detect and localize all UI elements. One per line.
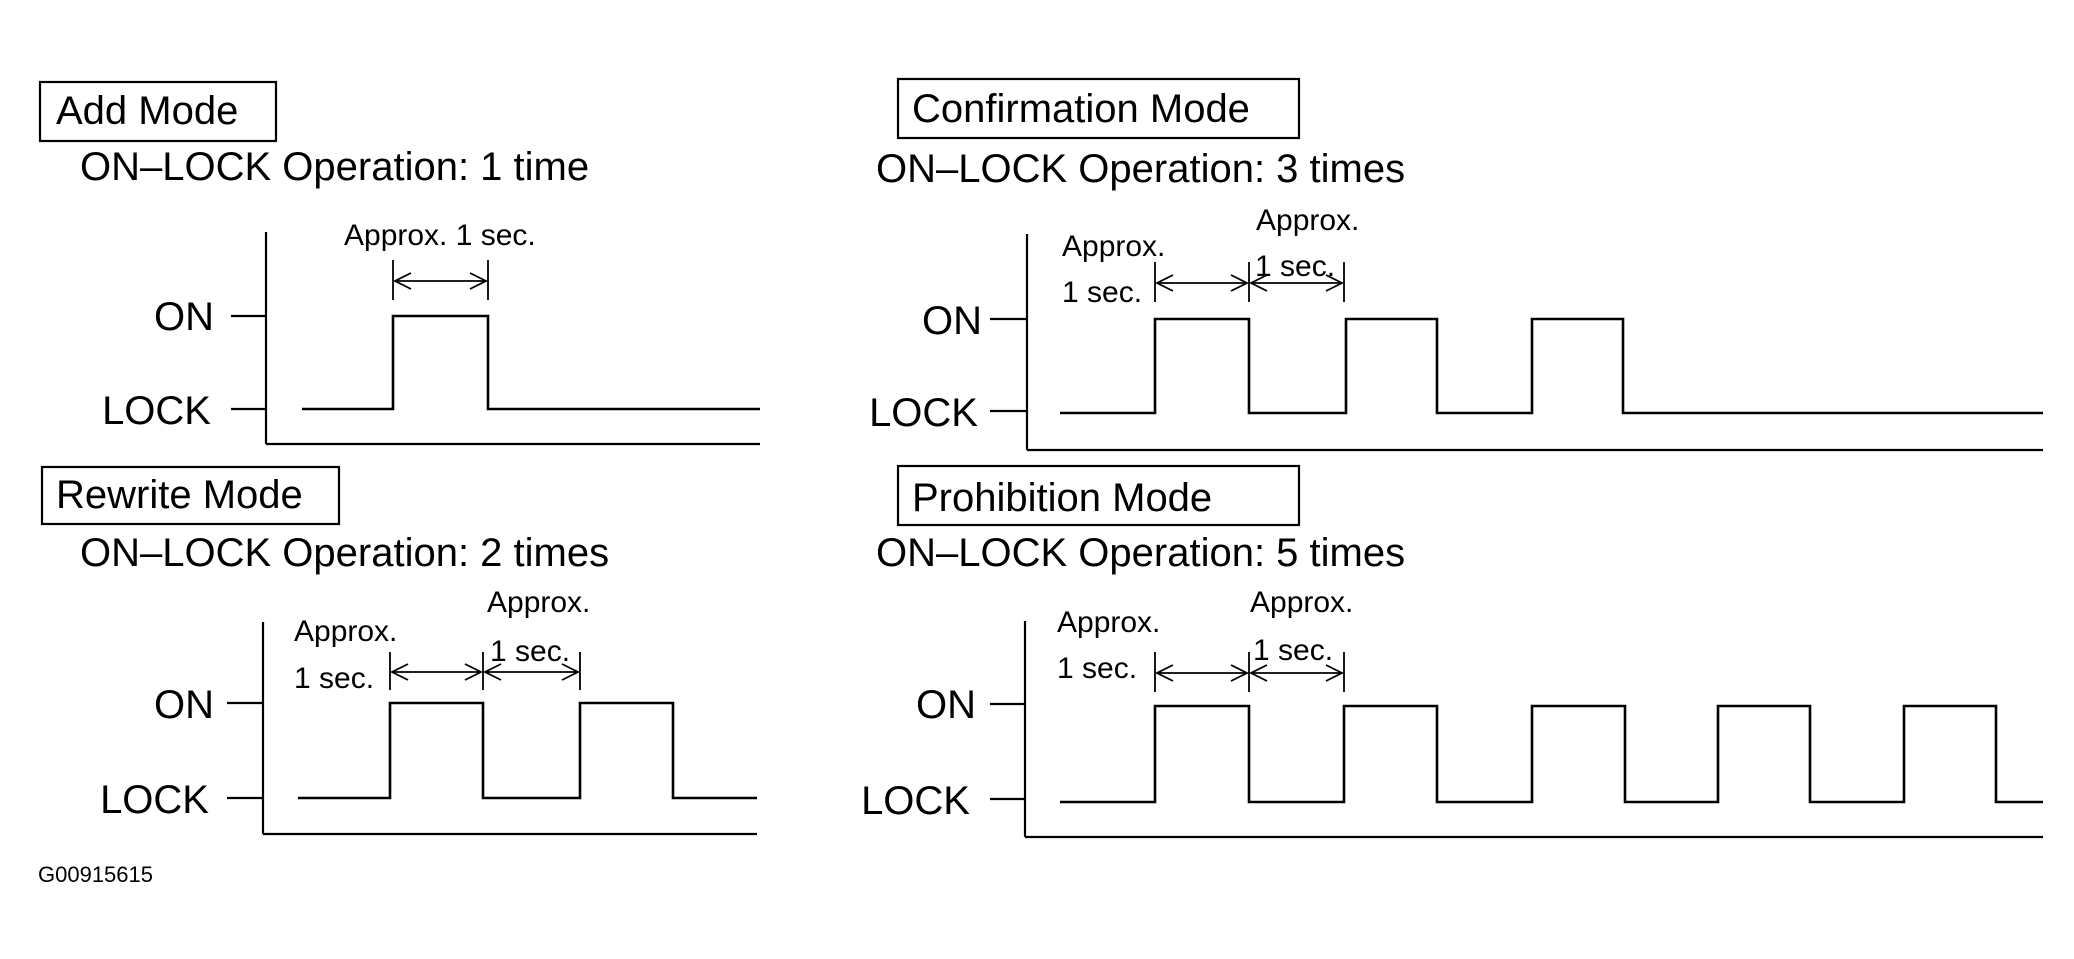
- lock-level-label: LOCK: [100, 778, 209, 822]
- interval-1-left-arrowhead: [389, 663, 409, 681]
- interval-1-left-arrowhead: [1154, 664, 1174, 682]
- operation-count-text: ON–LOCK Operation: 1 time: [80, 145, 589, 189]
- panel-add-mode: Add Mode ON–LOCK Operation: 1 time ON LO…: [38, 80, 760, 446]
- interval-1-sec-label: 1 sec.: [1057, 652, 1137, 685]
- operation-count-text: ON–LOCK Operation: 3 times: [876, 147, 1405, 191]
- panel-prohibition-mode: Prohibition Mode ON–LOCK Operation: 5 ti…: [861, 464, 2043, 839]
- interval-2-right-arrowhead: [561, 663, 581, 681]
- mode-title-box: [40, 465, 341, 526]
- mode-title-box: [38, 80, 278, 143]
- interval-1-right-arrowhead: [1230, 664, 1250, 682]
- on-level-label: ON: [154, 683, 214, 727]
- on-level-label: ON: [916, 683, 976, 727]
- interval-2-left-arrowhead: [1248, 664, 1268, 682]
- mode-title-box: [896, 77, 1301, 140]
- interval-2-right-arrowhead: [1325, 274, 1345, 292]
- on-lock-signal-waveform: [1060, 704, 2043, 804]
- interval-1-right-arrowhead: [464, 663, 484, 681]
- lock-level-label: LOCK: [869, 391, 978, 435]
- interval-2-sec-label: 1 sec.: [1253, 634, 1333, 667]
- on-lock-signal-waveform: [302, 314, 760, 411]
- interval-2-left-arrowhead: [1248, 274, 1268, 292]
- mode-title: Confirmation Mode: [912, 87, 1250, 131]
- interval-1-approx-label: Approx.: [1057, 606, 1160, 639]
- interval-2-approx-label: Approx.: [1256, 204, 1359, 237]
- interval-1-sec-label: 1 sec.: [1062, 276, 1142, 309]
- approx-1-sec-label: Approx. 1 sec.: [344, 219, 536, 252]
- interval-2-sec-label: 1 sec.: [1255, 250, 1335, 283]
- interval-1-right-arrowhead: [1230, 274, 1250, 292]
- operation-count-text: ON–LOCK Operation: 2 times: [80, 531, 609, 575]
- interval-1-approx-label: Approx.: [294, 615, 397, 648]
- interval-1-approx-label: Approx.: [1062, 230, 1165, 263]
- operation-count-text: ON–LOCK Operation: 5 times: [876, 531, 1405, 575]
- interval-1-sec-label: 1 sec.: [294, 662, 374, 695]
- figure-code: G00915615: [38, 862, 153, 887]
- left-arrowhead: [392, 272, 412, 290]
- panel-rewrite-mode: Rewrite Mode ON–LOCK Operation: 2 times …: [40, 465, 757, 836]
- lock-level-label: LOCK: [102, 389, 211, 433]
- lock-level-label: LOCK: [861, 779, 970, 823]
- interval-2-left-arrowhead: [482, 663, 502, 681]
- interval-1-left-arrowhead: [1154, 274, 1174, 292]
- interval-2-right-arrowhead: [1325, 664, 1345, 682]
- on-level-label: ON: [154, 295, 214, 339]
- mode-title: Prohibition Mode: [912, 476, 1212, 520]
- on-lock-signal-waveform: [1060, 317, 2043, 415]
- panel-confirmation-mode: Confirmation Mode ON–LOCK Operation: 3 t…: [869, 77, 2043, 452]
- right-arrowhead: [469, 272, 489, 290]
- interval-2-sec-label: 1 sec.: [490, 635, 570, 668]
- mode-title: Add Mode: [56, 89, 238, 133]
- on-level-label: ON: [922, 299, 982, 343]
- mode-title-box: [896, 464, 1301, 527]
- on-lock-signal-waveform: [298, 701, 757, 800]
- mode-title: Rewrite Mode: [56, 473, 303, 517]
- interval-2-approx-label: Approx.: [1250, 586, 1353, 619]
- interval-2-approx-label: Approx.: [487, 586, 590, 619]
